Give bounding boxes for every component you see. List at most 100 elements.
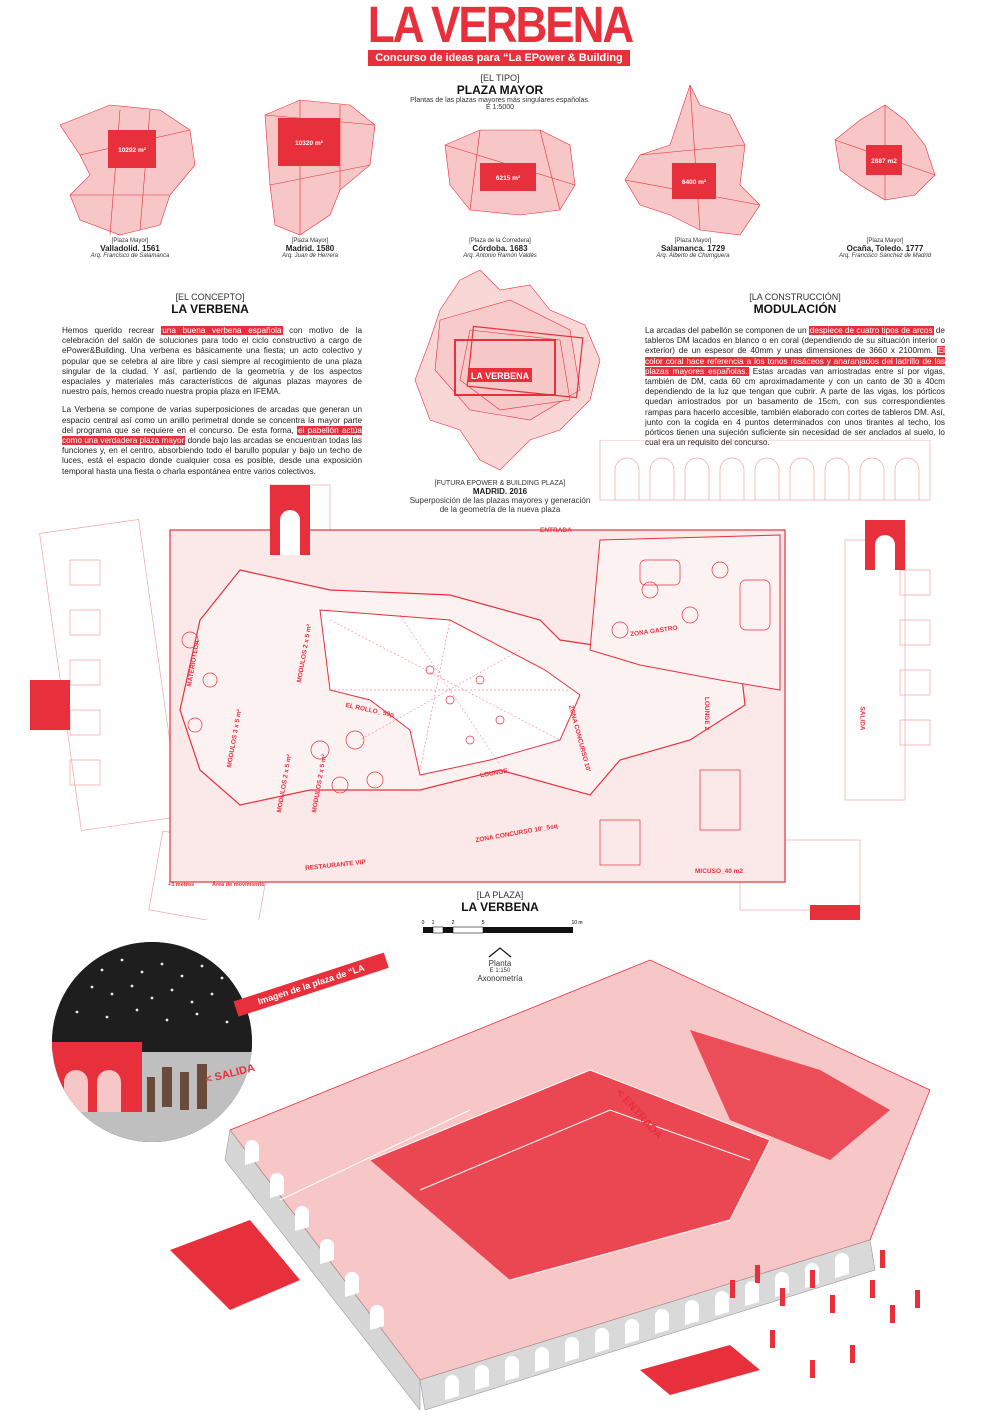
overlay-rectangle-rotated [466,325,584,399]
caption-salamanca: [Plaza Mayor] Salamanca. 1729 Arq. Alber… [623,238,763,259]
construccion-p-c: Estas arcadas van arriostradas entre sí … [645,366,946,448]
scale-tick: 1 [432,920,435,926]
superposicion-desc-1: Superposición de las plazas mayores y ge… [409,496,591,505]
label-entrada-plan: ENTRADA [540,527,572,534]
axo-arches [245,1140,849,1400]
label-micuso: MICUSO_40 m2 [695,868,744,875]
area-salamanca: 6400 m² [682,179,707,186]
caption-ocana: [Plaza Mayor] Ocaña, Toledo. 1777 Arq. F… [815,238,955,259]
superposition-label-box [468,368,532,382]
caption-tag: [Plaza Mayor] [291,238,329,244]
plaza-title: LA VERBENA [461,900,539,914]
caption-architect: Arq. Juan de Herrera [281,253,339,259]
scale-segment [483,927,573,933]
caption-architect: Arq. Alberto de Churriguera [656,253,730,259]
tipo-title: PLAZA MAYOR [456,83,544,97]
label-lounge-2: LOUNGE 2 [703,696,711,731]
tipo-scale: E 1:5000 [485,104,515,111]
caption-name: Valladolid. 1561 [100,244,160,253]
planta-scale: E 1:150 [489,968,511,974]
axo-front-wall-right [419,1239,876,1410]
plaza-valladolid-square [108,130,156,168]
concepto-p1-highlight: una buena verbena española [161,326,283,335]
caption-name: Madrid. 1580 [285,244,335,253]
concepto-paragraph-1: Hemos querido recrear una buena verbena … [62,326,362,397]
tipo-tag: [EL TIPO] [480,73,520,83]
construccion-title: MODULACIÓN [753,302,837,316]
axo-ramp-left [170,1220,300,1310]
superposition-map: LA VERBENA [414,270,601,471]
axo-front-wall-left [224,1129,421,1410]
caption-architect: Arq. Antonio Ramón Valdés [463,253,537,259]
map-salamanca [624,85,761,236]
plaza-caption: [LA PLAZA] LA VERBENA [400,890,600,914]
poster-subtitle: Concurso de ideas para “La EPower & Buil… [368,50,630,80]
scale-tick: 2 [452,920,455,926]
caption-tag: [Plaza Mayor] [674,238,712,244]
plaza-cordoba-square [480,163,536,191]
superposition-label: LA VERBENA [471,371,530,381]
planta-label: Planta [488,959,512,968]
axonometry [170,959,931,1410]
plaza-salamanca-square [672,163,716,199]
scale-segment [423,927,433,933]
concepto-header: [EL CONCEPTO] LA VERBENA [60,292,360,316]
planta-caption: Planta E 1:150 Axonometría [450,959,550,983]
overlay-rectangle [454,339,556,396]
axo-people [730,1250,920,1378]
caption-name: Salamanca. 1729 [660,244,726,253]
caption-architect: Arq. Francisco Sánchez de Madrid [838,253,932,259]
concepto-paragraph-2: La Verbena se compone de varias superpos… [62,405,362,476]
area-madrid: 10320 m² [295,140,324,147]
axo-central-floor [370,1070,770,1280]
tables [181,559,771,866]
caption-madrid: [Plaza Mayor] Madrid. 1580 Arq. Juan de … [240,238,380,259]
plaza-maps: 10292 m² 10320 m² 6215 m² 6400 m² 2887 m… [59,85,936,236]
area-ocana: 2887 m2 [871,158,897,165]
caption-cordoba: [Plaza de la Corredera] Córdoba. 1683 Ar… [430,238,570,259]
caption-architect: Arq. Francisco de Salamanca [90,253,170,259]
concepto-tag: [EL CONCEPTO] [175,292,245,302]
concepto-title: LA VERBENA [171,302,249,316]
construccion-highlight-1: despiece de cuatro tipos de arcos [808,326,934,335]
scale-segment [452,926,484,934]
scale-tick: 5 [482,920,485,926]
label-salida-plan: SALIDA [858,706,866,731]
tipo-header: [EL TIPO] PLAZA MAYOR Plantas de las pla… [380,73,620,111]
axo-inner-arcades [279,1069,771,1281]
floor-plan [30,440,931,920]
caption-tag: [Plaza Mayor] [111,238,149,244]
construccion-tag: [LA CONSTRUCCIÓN] [749,292,841,302]
tipo-desc: Plantas de las plazas mayores más singul… [410,97,590,104]
scale-segment [443,927,453,933]
concepto-p2-a: La Verbena se compone de varias superpos… [62,405,362,435]
plaza-ocana-square [866,145,902,175]
corner-arch-openings [280,510,895,570]
construccion-p-a: La arcadas del pabellón se componen de u… [645,326,809,335]
scale-segment [432,926,444,934]
area-valladolid: 10292 m² [118,147,147,154]
label-area-movimiento: Área de movimiento [212,882,265,888]
superposicion-title: MADRID. 2016 [472,487,528,496]
light-strings [329,614,570,771]
concepto-text: Hemos querido recrear una buena verbena … [62,326,362,477]
concepto-p1-b: con motivo de la celebración del salón d… [62,326,362,397]
plaza-tag: [LA PLAZA] [476,890,524,900]
caption-valladolid: [Plaza Mayor] Valladolid. 1561 Arq. Fran… [60,238,200,259]
zona-gastro-block [589,534,781,691]
area-cordoba: 6215 m² [496,175,521,182]
caption-name: Córdoba. 1683 [472,244,528,253]
construccion-text: La arcadas del pabellón se componen de u… [645,326,945,448]
concepto-p2-b: donde bajo las arcadas se encuentran tod… [62,436,362,476]
scale-bar: 0 1 2 5 10 m [422,920,583,934]
superposicion-tag: [FUTURA EPOWER & BUILDING PLAZA] [434,480,566,487]
poster-title: LA VERBENA [367,0,634,54]
axo-gastro-floor [690,1030,890,1160]
axonometria-label: Axonometría [477,974,523,983]
caption-name: Ocaña, Toledo. 1777 [846,244,924,253]
superposicion-caption: [FUTURA EPOWER & BUILDING PLAZA] MADRID.… [380,480,620,514]
scale-tick: 10 m [571,920,582,926]
superposicion-desc-2: de la geometría de la nueva plaza [439,505,561,514]
plaza-madrid-square [278,118,340,166]
central-plaza [319,609,581,776]
